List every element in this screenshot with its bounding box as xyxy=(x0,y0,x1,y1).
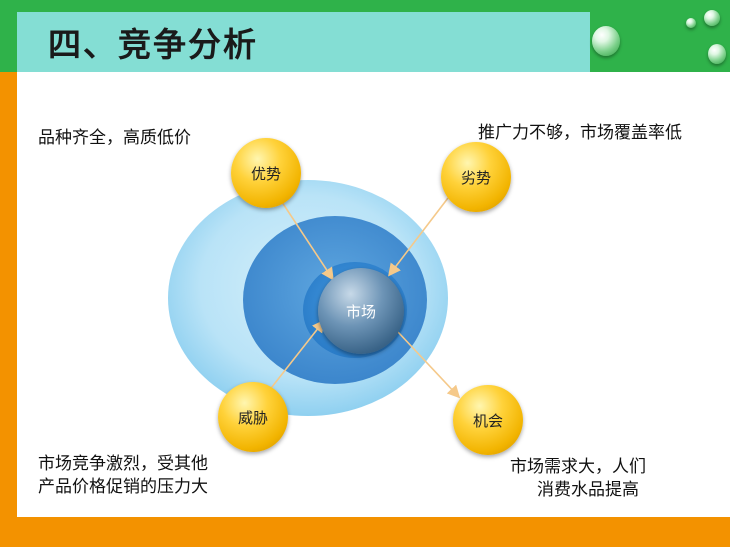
threat-label: 威胁 xyxy=(237,408,268,427)
bottom-orange-bar xyxy=(0,517,730,547)
water-drop-icon xyxy=(708,44,726,64)
threat-caption-line2: 产品价格促销的压力大 xyxy=(38,477,208,497)
water-drop-icon xyxy=(704,10,720,26)
page-title: 四、竞争分析 xyxy=(48,25,258,64)
arrow-strength xyxy=(277,195,334,281)
strength-node: 优势 xyxy=(231,138,301,208)
opportunity-caption-line1: 市场需求大，人们 xyxy=(510,457,646,477)
top-green-bar xyxy=(0,0,730,12)
arrow-opportunity xyxy=(397,331,461,399)
weakness-label: 劣势 xyxy=(460,168,491,187)
water-drop-icon xyxy=(686,18,696,28)
weakness-caption: 推广力不够，市场覆盖率低 xyxy=(478,123,682,143)
market-center-node: 市场 xyxy=(318,268,404,354)
strength-caption: 品种齐全，高质低价 xyxy=(38,128,191,148)
arrow-threat xyxy=(267,319,325,393)
opportunity-caption-line2: 消费水品提高 xyxy=(537,480,639,500)
strength-label: 优势 xyxy=(250,164,281,183)
market-label: 市场 xyxy=(345,302,376,321)
title-band xyxy=(17,12,590,72)
weakness-node: 劣势 xyxy=(441,142,511,212)
opportunity-node: 机会 xyxy=(453,385,523,455)
water-drop-icon xyxy=(592,26,620,56)
arrow-weakness xyxy=(388,197,449,277)
threat-node: 威胁 xyxy=(218,382,288,452)
threat-caption-line1: 市场竞争激烈，受其他 xyxy=(38,454,208,474)
left-green-corner xyxy=(0,12,17,72)
left-orange-bar xyxy=(0,12,17,547)
opportunity-label: 机会 xyxy=(472,411,503,430)
